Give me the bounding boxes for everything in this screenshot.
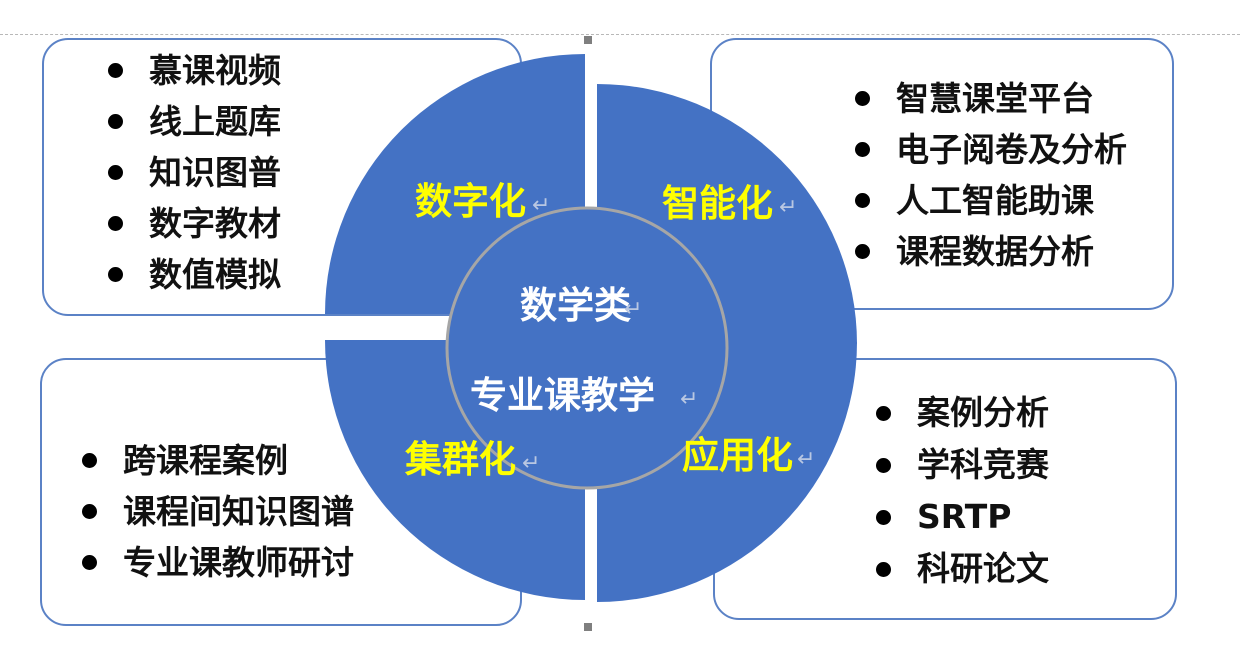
list-item: 跨课程案例 xyxy=(82,435,354,486)
list-item: SRTP xyxy=(876,491,1049,543)
list-bottom-right: 案例分析 学科竞赛 SRTP 科研论文 xyxy=(876,387,1049,595)
list-item: 线上题库 xyxy=(108,96,281,147)
bullet-icon xyxy=(108,165,123,180)
list-item: 学科竞赛 xyxy=(876,439,1049,491)
quadrant-label-bottom-right: 应用化 xyxy=(682,434,793,477)
list-top-right: 智慧课堂平台 电子阅卷及分析 人工智能助课 课程数据分析 xyxy=(855,73,1127,277)
bullet-icon xyxy=(876,561,891,577)
paragraph-mark: ↵ xyxy=(779,195,797,220)
list-item-label: 课程数据分析 xyxy=(896,232,1094,271)
list-item: 课程数据分析 xyxy=(855,226,1127,277)
paragraph-mark: ↵ xyxy=(532,193,550,218)
bullet-icon xyxy=(108,114,123,129)
bullet-icon xyxy=(82,555,97,570)
center-circle xyxy=(445,206,729,490)
center-label-line-1: 数学类 xyxy=(520,284,631,327)
section-guide-line xyxy=(0,34,1240,35)
list-item: 案例分析 xyxy=(876,387,1049,439)
quadrant-label-top-left: 数字化 xyxy=(415,180,526,223)
list-item-label: SRTP xyxy=(917,497,1012,536)
list-item-label: 智慧课堂平台 xyxy=(896,79,1094,118)
bullet-icon xyxy=(82,453,97,468)
list-item-label: 数值模拟 xyxy=(149,255,281,294)
list-item: 人工智能助课 xyxy=(855,175,1127,226)
bullet-icon xyxy=(876,457,891,473)
list-item-label: 科研论文 xyxy=(917,549,1049,588)
bullet-icon xyxy=(855,244,870,259)
list-item: 科研论文 xyxy=(876,543,1049,595)
list-item-label: 知识图普 xyxy=(149,153,281,192)
list-item-label: 人工智能助课 xyxy=(896,181,1094,220)
list-item-label: 案例分析 xyxy=(917,393,1049,432)
top-resize-handle[interactable] xyxy=(584,36,592,44)
list-item: 电子阅卷及分析 xyxy=(855,124,1127,175)
list-item: 数字教材 xyxy=(108,198,281,249)
bottom-resize-handle[interactable] xyxy=(584,623,592,631)
list-top-left: 慕课视频 线上题库 知识图普 数字教材 数值模拟 xyxy=(108,45,281,300)
bullet-icon xyxy=(108,267,123,282)
quadrant-label-bottom-left: 集群化 xyxy=(404,438,516,481)
paragraph-mark: ↵ xyxy=(680,387,698,412)
quadrant-label-top-right: 智能化 xyxy=(662,182,773,225)
list-item: 课程间知识图谱 xyxy=(82,486,354,537)
list-item-label: 慕课视频 xyxy=(149,51,281,90)
bullet-icon xyxy=(108,216,123,231)
list-item-label: 数字教材 xyxy=(149,204,281,243)
list-item-label: 跨课程案例 xyxy=(123,441,288,480)
bullet-icon xyxy=(82,504,97,519)
list-bottom-left: 跨课程案例 课程间知识图谱 专业课教师研讨 xyxy=(82,435,354,588)
paragraph-mark: ↵ xyxy=(624,297,642,322)
list-item-label: 电子阅卷及分析 xyxy=(896,130,1127,169)
list-item-label: 课程间知识图谱 xyxy=(123,492,354,531)
list-item-label: 学科竞赛 xyxy=(917,445,1049,484)
list-item: 专业课教师研讨 xyxy=(82,537,354,588)
bullet-icon xyxy=(855,91,870,106)
list-item-label: 线上题库 xyxy=(149,102,281,141)
paragraph-mark: ↵ xyxy=(522,451,540,476)
bullet-icon xyxy=(876,405,891,421)
list-item: 数值模拟 xyxy=(108,249,281,300)
list-item-label: 专业课教师研讨 xyxy=(123,543,354,582)
bullet-icon xyxy=(855,193,870,208)
list-item: 智慧课堂平台 xyxy=(855,73,1127,124)
list-item: 慕课视频 xyxy=(108,45,281,96)
center-label-line-2: 专业课教学 xyxy=(470,374,655,417)
paragraph-mark: ↵ xyxy=(797,447,815,472)
bullet-icon xyxy=(855,142,870,157)
bullet-icon xyxy=(876,509,891,525)
list-item: 知识图普 xyxy=(108,147,281,198)
bullet-icon xyxy=(108,63,123,78)
